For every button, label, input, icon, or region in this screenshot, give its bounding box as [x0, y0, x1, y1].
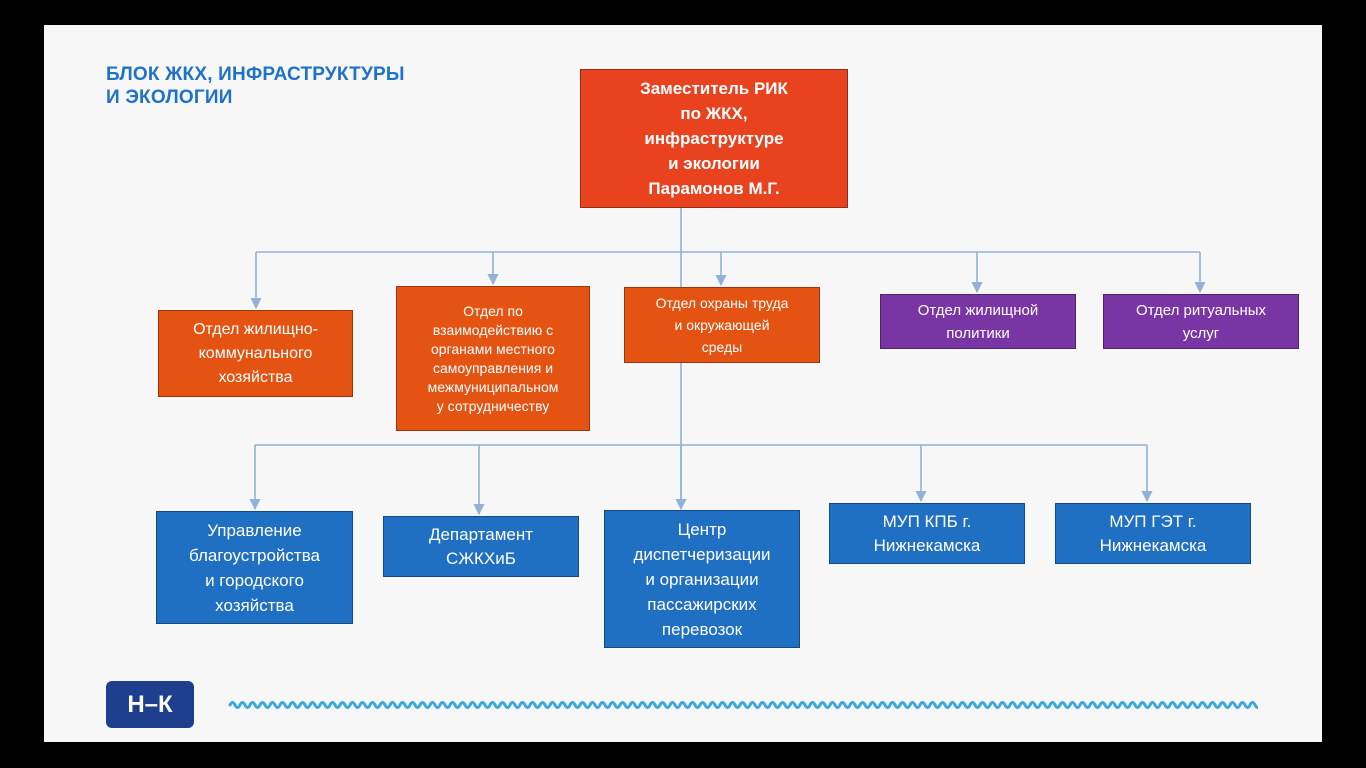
org-chart-connectors — [249, 208, 1206, 516]
sub-box-improvement-management: Управление благоустройства и городского … — [156, 511, 353, 624]
dept-box-labor-environment: Отдел охраны труда и окружающей среды — [624, 287, 820, 363]
wave-decoration — [228, 701, 1258, 709]
sub-box-mup-get: МУП ГЭТ г. Нижнекамска — [1055, 503, 1251, 564]
dept-box-funeral-services: Отдел ритуальных услуг — [1103, 294, 1299, 349]
sub-label: Центр диспетчеризации и организации пасс… — [633, 519, 771, 639]
slide-title-line-2: И ЭКОЛОГИИ — [106, 87, 233, 108]
dept-box-housing-policy: Отдел жилищной политики — [880, 294, 1076, 349]
sub-box-department-szhkhib: Департамент СЖКХиБ — [383, 516, 579, 577]
sub-box-mup-kpb: МУП КПБ г. Нижнекамска — [829, 503, 1025, 564]
head-box-deputy: Заместитель РИК по ЖКХ, инфраструктуре и… — [580, 69, 848, 208]
dept-label: Отдел по взаимодействию с органами местн… — [427, 302, 559, 414]
sub-label: Управление благоустройства и городского … — [188, 520, 321, 615]
slide-title-line-1: БЛОК ЖКХ, ИНФРАСТРУКТУРЫ — [106, 64, 405, 85]
sub-label: МУП КПБ г. Нижнекамска — [873, 511, 981, 555]
dept-label: Отдел ритуальных услуг — [1135, 301, 1267, 342]
dept-box-housing-utilities: Отдел жилищно- коммунального хозяйства — [158, 310, 353, 397]
slide: БЛОК ЖКХ, ИНФРАСТРУКТУРЫ И ЭКОЛОГИИ — [44, 25, 1322, 742]
sub-box-dispatch-center: Центр диспетчеризации и организации пасс… — [604, 510, 800, 648]
dept-box-local-government: Отдел по взаимодействию с органами местн… — [396, 286, 590, 431]
dept-label: Отдел охраны труда и окружающей среды — [655, 295, 789, 355]
head-box-label: Заместитель РИК по ЖКХ, инфраструктуре и… — [640, 79, 788, 198]
sub-label: МУП ГЭТ г. Нижнекамска — [1099, 511, 1207, 555]
slide-title: БЛОК ЖКХ, ИНФРАСТРУКТУРЫ И ЭКОЛОГИИ — [106, 63, 526, 109]
dept-label: Отдел жилищно- коммунального хозяйства — [193, 320, 318, 386]
dept-label: Отдел жилищной политики — [917, 301, 1039, 342]
nk-logo-text: Н–К — [127, 690, 173, 718]
nk-logo: Н–К — [106, 681, 194, 728]
sub-label: Департамент СЖКХиБ — [428, 524, 534, 568]
